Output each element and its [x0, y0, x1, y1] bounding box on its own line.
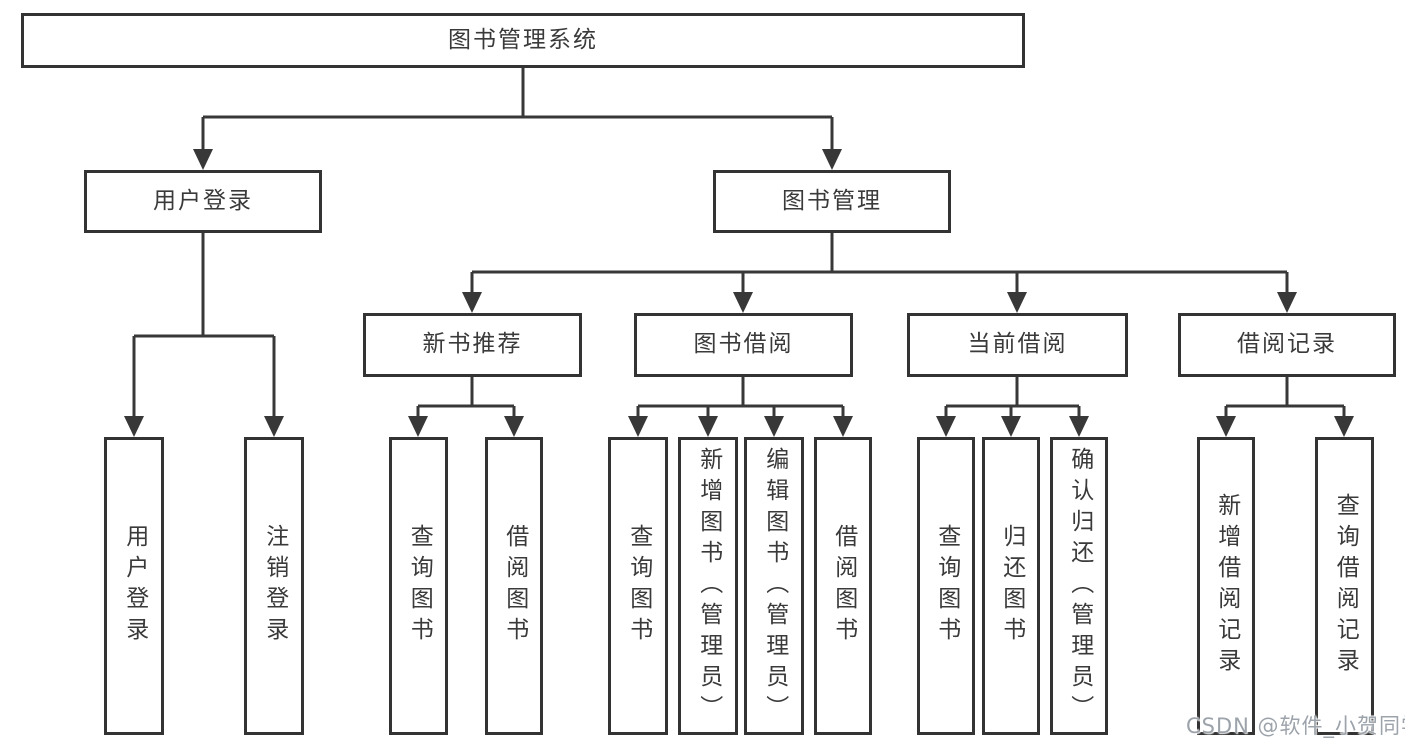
node-book-management: 图书管理: [713, 170, 951, 233]
connector-root-to-level2: [201, 68, 834, 158]
csdn-watermark: CSDN @软件_小贺同学: [1186, 714, 1405, 738]
node-user-login: 用户登录: [84, 170, 322, 233]
leaf-current-return-books: 归还图书: [982, 437, 1040, 735]
leaf-borrowing-edit-books-admin: 编辑图书（管理员）: [744, 437, 804, 735]
connector-current-borrowing-to-leaves: [944, 377, 1081, 424]
connector-new-book-recommendation-to-leaves: [416, 377, 516, 424]
leaf-borrowing-borrow-books: 借阅图书: [814, 437, 872, 735]
leaf-recommend-borrow-books: 借阅图书: [485, 437, 543, 735]
connector-borrowing-records-to-leaves: [1224, 377, 1346, 424]
leaf-logout: 注销登录: [244, 437, 304, 735]
node-new-book-recommendation: 新书推荐: [363, 313, 582, 377]
node-library-management-system: 图书管理系统: [21, 13, 1025, 68]
leaf-records-add-borrow-record: 新增借阅记录: [1197, 437, 1255, 735]
leaf-borrowing-query-books: 查询图书: [608, 437, 668, 735]
arrowhead-icons: [124, 149, 1354, 437]
leaf-current-query-books: 查询图书: [917, 437, 975, 735]
connector-user-login-to-leaves: [132, 233, 276, 424]
node-book-borrowing: 图书借阅: [634, 313, 853, 377]
leaf-recommend-query-books: 查询图书: [389, 437, 448, 735]
node-current-borrowing: 当前借阅: [907, 313, 1128, 377]
leaf-user-login: 用户登录: [104, 437, 164, 735]
node-borrowing-records: 借阅记录: [1178, 313, 1396, 377]
connector-book-management-to-level3: [470, 233, 1289, 300]
leaf-current-confirm-return-admin: 确认归还（管理员）: [1050, 437, 1108, 735]
leaf-records-query-borrow-record: 查询借阅记录: [1315, 437, 1374, 735]
connector-book-borrowing-to-leaves: [636, 377, 845, 424]
leaf-borrowing-add-books-admin: 新增图书（管理员）: [678, 437, 738, 735]
